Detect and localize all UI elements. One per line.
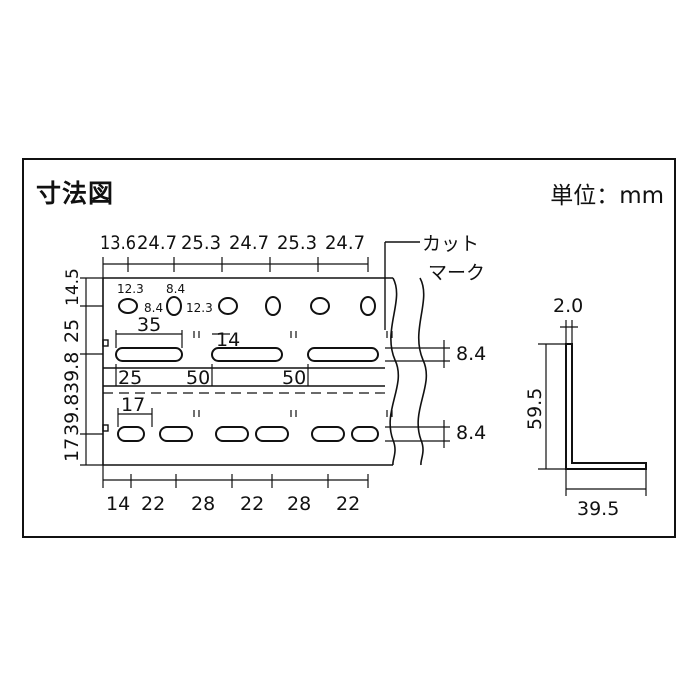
left-dim-label: 39.8 <box>61 352 83 394</box>
slot-length-label: 35 <box>137 314 161 336</box>
bottom-pitch-label: 28 <box>191 493 215 515</box>
upper-hole-labels: 12.3 8.4 8.4 12.3 <box>117 282 213 315</box>
left-dim-label: 14.5 <box>63 268 83 306</box>
lower-slot-row <box>117 426 379 442</box>
left-dim-label: 25 <box>61 319 83 343</box>
bottom-pitch-label: 22 <box>240 493 264 515</box>
cut-mark-label: カット <box>422 233 479 255</box>
bottom-pitch-label: 22 <box>336 493 360 515</box>
slot-offset-label: 17 <box>121 394 145 416</box>
slot-width-label: 8.4 <box>456 343 486 365</box>
short-marks <box>193 331 393 417</box>
bottom-pitch-label: 28 <box>287 493 311 515</box>
hole-dim-label: 12.3 <box>186 301 213 315</box>
bottom-pitch-label: 14 <box>106 493 130 515</box>
edge-ticks <box>102 339 109 432</box>
slot-spacing-label: 50 <box>282 367 306 389</box>
top-pitch-label: 25.3 <box>181 232 221 254</box>
upper-hole-row <box>118 296 376 316</box>
top-pitch-label: 24.7 <box>229 232 269 254</box>
hole-dim-label: 8.4 <box>144 301 163 315</box>
top-pitch-label: 24.7 <box>325 232 365 254</box>
slot-width-label: 8.4 <box>456 422 486 444</box>
slot-spacing-label: 25 <box>118 367 142 389</box>
plate-outline <box>102 277 428 466</box>
unit-label: 単位：mm <box>550 183 664 209</box>
slot-spacing-label: 50 <box>186 367 210 389</box>
cut-mark-label: マーク <box>428 262 485 284</box>
upper-slot-row <box>115 347 379 362</box>
slot-offset-label: 14 <box>216 329 240 351</box>
drawing-title: 寸法図 <box>36 179 115 208</box>
top-pitch-label: 24.7 <box>137 232 177 254</box>
left-dim-label: 17 <box>61 438 83 462</box>
cut-mark-leader <box>384 241 420 330</box>
height-label: 59.5 <box>524 388 546 430</box>
left-dim-label: 39.8 <box>61 394 83 436</box>
top-pitch-label: 25.3 <box>277 232 317 254</box>
top-pitch-label: 13.6 <box>100 232 136 254</box>
thickness-label: 2.0 <box>553 295 583 317</box>
width-label: 39.5 <box>577 498 619 520</box>
angle-section <box>565 343 647 470</box>
hole-dim-label: 12.3 <box>117 282 144 296</box>
hole-dim-label: 8.4 <box>166 282 185 296</box>
bottom-pitch-label: 22 <box>141 493 165 515</box>
